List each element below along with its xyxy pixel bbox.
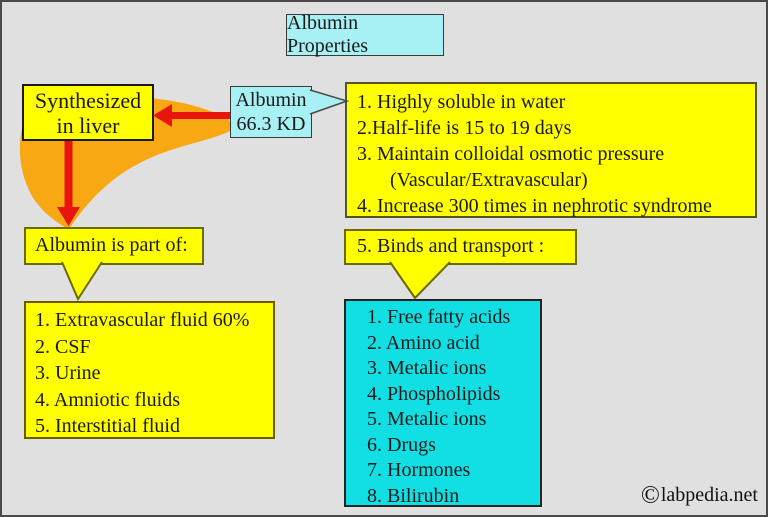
list-item: (Vascular/Extravascular) bbox=[390, 169, 588, 191]
title-text: Albumin Properties bbox=[287, 12, 369, 57]
part-of-list-box: 1. Extravascular fluid 60% 2. CSF 3. Urine… bbox=[24, 301, 275, 439]
synthesized-in-liver-box: Synthesized in liver bbox=[22, 84, 154, 141]
albumin-name: Albumin bbox=[235, 89, 307, 111]
title-box: Albumin Properties bbox=[286, 12, 444, 57]
arrow-liver-to-part-of bbox=[57, 141, 80, 226]
list-item: 8. Bilirubin bbox=[367, 484, 460, 507]
list-item: 1. Free fatty acids bbox=[367, 306, 511, 328]
list-item: 4. Increase 300 times in nephrotic syndr… bbox=[357, 195, 712, 217]
albumin-weight: 66.3 KD bbox=[236, 113, 306, 135]
list-item: 5. Metalic ions bbox=[367, 408, 487, 430]
albumin-part-of-label: Albumin is part of: bbox=[24, 227, 204, 265]
properties-box: 1. Highly soluble in water 2.Half-life is… bbox=[345, 82, 757, 218]
copyright-icon: © bbox=[640, 482, 660, 509]
list-item: 7. Hormones bbox=[367, 459, 471, 481]
part-of-label-text: Albumin is part of: bbox=[35, 234, 188, 256]
copyright-watermark: ©labpedia.net bbox=[641, 482, 758, 510]
list-item: 4. Amniotic fluids bbox=[35, 388, 180, 411]
list-item: 1. Highly soluble in water bbox=[357, 91, 566, 113]
list-item: 1. Extravascular fluid 60% bbox=[35, 309, 250, 331]
list-item: 6. Drugs bbox=[367, 433, 436, 456]
copyright-text: labpedia.net bbox=[660, 484, 758, 506]
list-item: 4. Phospholipids bbox=[367, 382, 501, 405]
arrow-albumin-to-liver bbox=[153, 104, 230, 127]
list-item: 3. Maintain colloidal osmotic pressure bbox=[357, 143, 665, 165]
albumin-callout-pointer bbox=[309, 89, 350, 115]
synthesized-line1: Synthesized bbox=[34, 88, 142, 113]
synthesized-line2: in liver bbox=[56, 113, 120, 138]
list-item: 2. Amino acid bbox=[367, 331, 480, 354]
albumin-weight-box: Albumin 66.3 KD bbox=[230, 86, 312, 138]
binds-list-box: 1. Free fatty acids 2. Amino acid 3. Metal… bbox=[344, 299, 542, 507]
list-item: 2. CSF bbox=[35, 335, 91, 358]
part-of-callout-pointer bbox=[61, 261, 103, 302]
list-item: 2.Half-life is 15 to 19 days bbox=[357, 117, 572, 139]
list-item: 3. Metalic ions bbox=[367, 357, 487, 379]
binds-transport-label: 5. Binds and transport : bbox=[344, 229, 577, 265]
list-item: 3. Urine bbox=[35, 362, 101, 384]
list-item: 5. Interstitial fluid bbox=[35, 415, 180, 437]
binds-callout-pointer bbox=[389, 261, 451, 300]
binds-label-text: 5. Binds and transport : bbox=[357, 235, 545, 257]
